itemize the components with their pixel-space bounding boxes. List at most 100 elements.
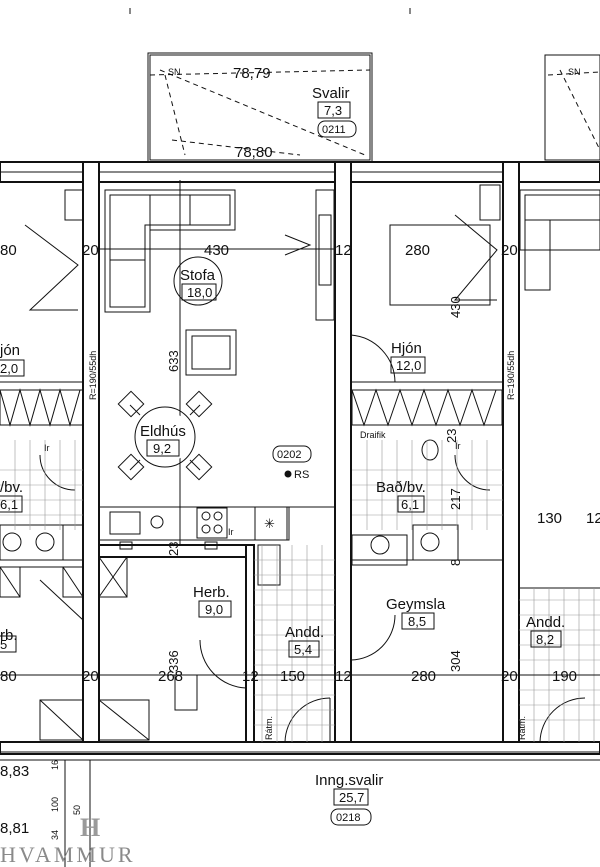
room-area-stofa: 18,0 <box>187 285 212 300</box>
right-unit-bedroom <box>351 184 600 566</box>
room-area-andd-mid: 5,4 <box>294 642 312 657</box>
rs-label: RS <box>294 469 309 481</box>
area-box-inng <box>333 788 369 806</box>
room-name-stofa: Stofa <box>180 267 216 284</box>
area-box-eldhus <box>146 439 180 457</box>
room-name-herb-mid: Herb. <box>193 584 230 601</box>
area-box-stofa <box>181 283 217 301</box>
room-name-andd-right: Andd. <box>526 614 565 631</box>
area-box-bad-left <box>0 495 23 513</box>
ir-label-kitchen: Ir <box>228 527 234 537</box>
herb-closets <box>0 556 198 741</box>
area-box-svalir <box>317 101 351 119</box>
left-unit <box>0 189 84 741</box>
dimension-8: 8 <box>448 559 463 566</box>
dimension-16: 16 <box>50 760 60 770</box>
dimension-20-bottom-left: 20 <box>82 668 99 685</box>
dimension-12-bottom: 12 <box>242 668 259 685</box>
dimension-268: 268 <box>158 668 183 685</box>
area-box-andd-right <box>530 630 562 648</box>
dimension-336: 336 <box>166 650 181 672</box>
dimension-80-bottom: 80 <box>0 668 17 685</box>
room-area-svalir: 7,3 <box>324 103 342 118</box>
dimension-280-bottom: 280 <box>411 668 436 685</box>
dimension-23-left: 23 <box>166 542 181 556</box>
dimension-217: 217 <box>448 488 463 510</box>
room-area-herb-mid: 9,0 <box>205 602 223 617</box>
dimension-34: 34 <box>50 830 60 840</box>
logo-text: HVAMMUR <box>0 842 136 867</box>
draifik-label: Draifik <box>360 430 386 440</box>
dimension-8-81: 8,81 <box>0 820 29 837</box>
dining-table <box>117 390 213 481</box>
dimension-8-83: 8,83 <box>0 763 29 780</box>
room-area-herb-left: 5 <box>0 637 7 652</box>
room-code-svalir: 0211 <box>322 124 346 136</box>
unit-code: 0202 <box>277 449 301 461</box>
rs-dot <box>284 470 292 478</box>
front-windows <box>0 171 600 761</box>
room-area-geymsla: 8,5 <box>408 614 426 629</box>
room-name-eldhus: Eldhús <box>140 423 186 440</box>
ratm-label-mid: Rátm. <box>264 716 274 740</box>
room-name-hjon-left: jón <box>0 342 20 359</box>
code-box-inng <box>330 808 372 826</box>
stair-note-left: R=190/55dh <box>88 351 98 400</box>
room-area-andd-right: 8,2 <box>536 632 554 647</box>
stair-note-right: R=190/55dh <box>506 351 516 400</box>
room-name-inng: Inng.svalir <box>315 772 383 789</box>
dimension-12-mid: 12 <box>335 242 352 259</box>
room-area-hjon-left: 2,0 <box>0 361 18 376</box>
room-area-eldhus: 9,2 <box>153 441 171 456</box>
ir-label-left: Ir <box>44 443 50 453</box>
room-name-svalir: Svalir <box>312 85 350 102</box>
area-box-bad-right <box>397 495 425 513</box>
room-name-bad-right: Bað/bv. <box>376 479 426 496</box>
dimension-633: 633 <box>166 350 181 372</box>
dimension-430: 430 <box>204 242 229 259</box>
dimension-190: 190 <box>552 668 577 685</box>
dimension-20-right: 20 <box>501 242 518 259</box>
room-area-bad-left: 6,1 <box>0 497 18 512</box>
dimension-78-80: 78,80 <box>235 144 273 161</box>
balcony-top <box>129 8 600 163</box>
area-box-andd-mid <box>288 640 320 658</box>
area-box-herb-left <box>0 635 17 653</box>
room-name-andd-mid: Andd. <box>285 624 324 641</box>
sofa <box>104 189 236 313</box>
area-box-hjon-left <box>0 359 25 377</box>
dimension-12-bottom-mid: 12 <box>335 668 352 685</box>
room-area-bad-right: 6,1 <box>401 497 419 512</box>
kitchen-counter: ✳ <box>98 506 290 586</box>
code-box-svalir <box>317 120 357 138</box>
sn-label-left: SN <box>168 67 181 77</box>
armchair <box>185 329 237 376</box>
logo-mark: H <box>80 813 100 842</box>
stofa-circle <box>173 256 223 306</box>
dimension-130: 130 <box>537 510 562 527</box>
dimension-430-vertical: 430 <box>448 296 463 318</box>
room-area-hjon-right: 12,0 <box>396 358 421 373</box>
dimension-12-right: 12 <box>586 510 600 527</box>
area-box-herb-mid <box>198 600 232 618</box>
code-box-unit <box>272 445 312 463</box>
ratm-label-right: Rátm. <box>517 716 527 740</box>
room-code-inng: 0218 <box>336 812 360 824</box>
dimension-78-79: 78,79 <box>233 65 271 82</box>
dimension-20-bottom-right: 20 <box>501 668 518 685</box>
dimension-50: 50 <box>72 805 82 815</box>
ir-label-right: Ir <box>455 441 461 451</box>
area-box-geymsla <box>401 612 435 630</box>
dimension-100: 100 <box>50 797 60 812</box>
dimension-80-top: 80 <box>0 242 17 259</box>
dimension-20-left: 20 <box>82 242 99 259</box>
room-area-inng: 25,7 <box>339 790 364 805</box>
tv-unit <box>284 189 335 321</box>
room-name-hjon-right: Hjón <box>391 340 422 357</box>
room-name-bad-left: /bv. <box>0 479 23 496</box>
dimension-23-right: 23 <box>444 429 459 443</box>
dimension-304: 304 <box>448 650 463 672</box>
area-box-hjon-right <box>390 356 426 374</box>
tile-grid <box>0 440 600 742</box>
